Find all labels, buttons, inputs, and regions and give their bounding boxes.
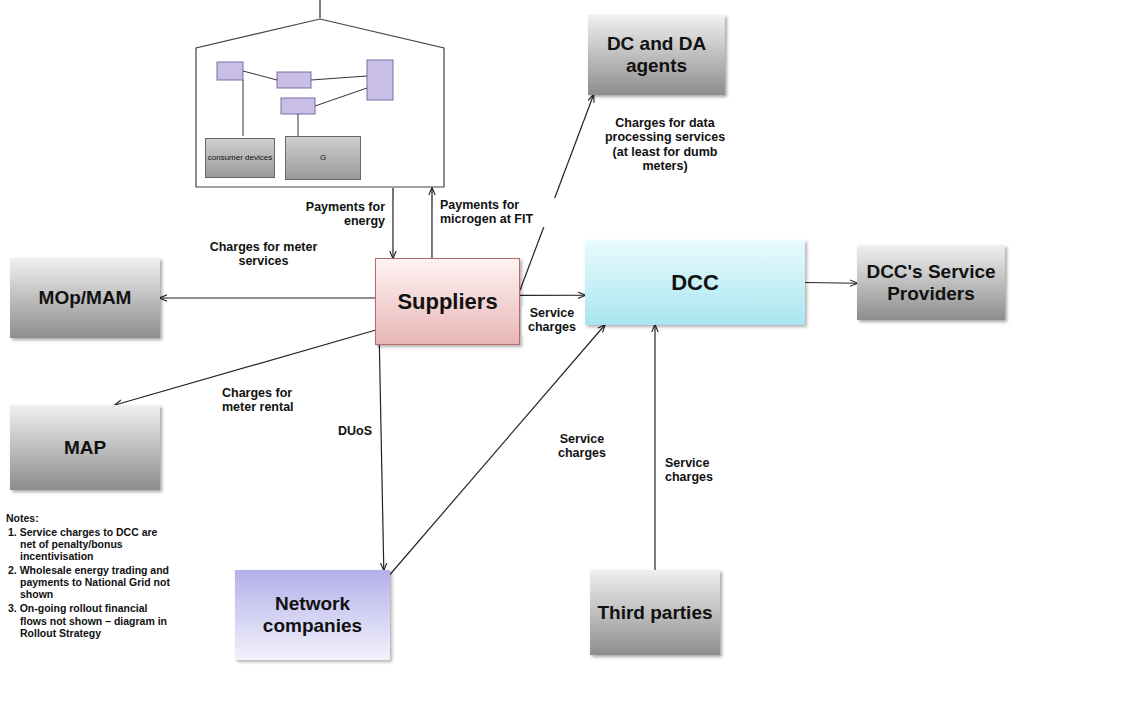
device-box: consumer devices (205, 138, 275, 178)
notes-block: Notes: 1. Service charges to DCC are net … (6, 512, 176, 641)
text-group: Third parties (597, 602, 712, 624)
node-text: G (320, 153, 326, 162)
flow-arrow (160, 297, 375, 298)
house-outline: consumer devices G (195, 18, 445, 188)
flow-arrow (654, 325, 655, 570)
node-text: DC and DA agents (588, 33, 725, 77)
node-text: MAP (64, 437, 106, 459)
text-group: DC and DA agents (588, 33, 725, 77)
note-item: 1. Service charges to DCC are net of pen… (6, 526, 176, 562)
note-item: 2. Wholesale energy trading and payments… (6, 564, 176, 600)
flow-label: Charges for data processing services (at… (600, 116, 730, 174)
agent-box: DCC's Service Providers (857, 245, 1005, 320)
agent-box: MOp/MAM (10, 258, 160, 338)
generator-box: G (285, 136, 361, 180)
node-text: MOp/MAM (39, 287, 132, 309)
agent-box: Third parties (590, 570, 720, 655)
text-group: G (320, 153, 326, 162)
flow-label: Service charges (665, 456, 735, 485)
agent-box: DC and DA agents (588, 15, 725, 95)
text-group: MAP (64, 437, 106, 459)
flow-label: Charges for meter rental (222, 386, 300, 415)
flow-arrow (392, 188, 393, 258)
flow-label: Charges for meter services (196, 240, 331, 269)
note-item: 3. On-going rollout financial flows not … (6, 602, 176, 638)
node-text: DCC's Service Providers (857, 261, 1005, 305)
flow-label: DUoS (318, 424, 372, 438)
flow-arrow (520, 295, 585, 296)
text-group: DCC (671, 270, 719, 295)
flow-arrow (431, 188, 432, 258)
text-group: Suppliers (397, 289, 497, 314)
text-group: consumer devices (208, 153, 272, 162)
flow-arrow (379, 345, 383, 570)
network-box: Network companies (235, 570, 390, 660)
dcc-box: DCC (585, 240, 805, 325)
node-text: consumer devices (208, 153, 272, 162)
flow-label: Service charges (553, 432, 611, 461)
node-text: Suppliers (397, 289, 497, 314)
text-group: MOp/MAM (39, 287, 132, 309)
flow-label: Service charges (522, 306, 582, 335)
agent-box: MAP (10, 405, 160, 490)
supply-line (319, 0, 320, 18)
flow-label: Payments for energy (288, 200, 385, 229)
text-group: Network companies (235, 593, 390, 637)
flow-label: Payments for microgen at FIT (440, 198, 555, 227)
flow-arrow (520, 95, 593, 290)
text-group: DCC's Service Providers (857, 261, 1005, 305)
node-text: Network companies (235, 593, 390, 637)
node-text: DCC (671, 270, 719, 295)
supplier-box: Suppliers (375, 258, 520, 345)
flow-arrow (805, 282, 857, 284)
notes-heading: Notes: (6, 512, 176, 524)
node-text: Third parties (597, 602, 712, 624)
